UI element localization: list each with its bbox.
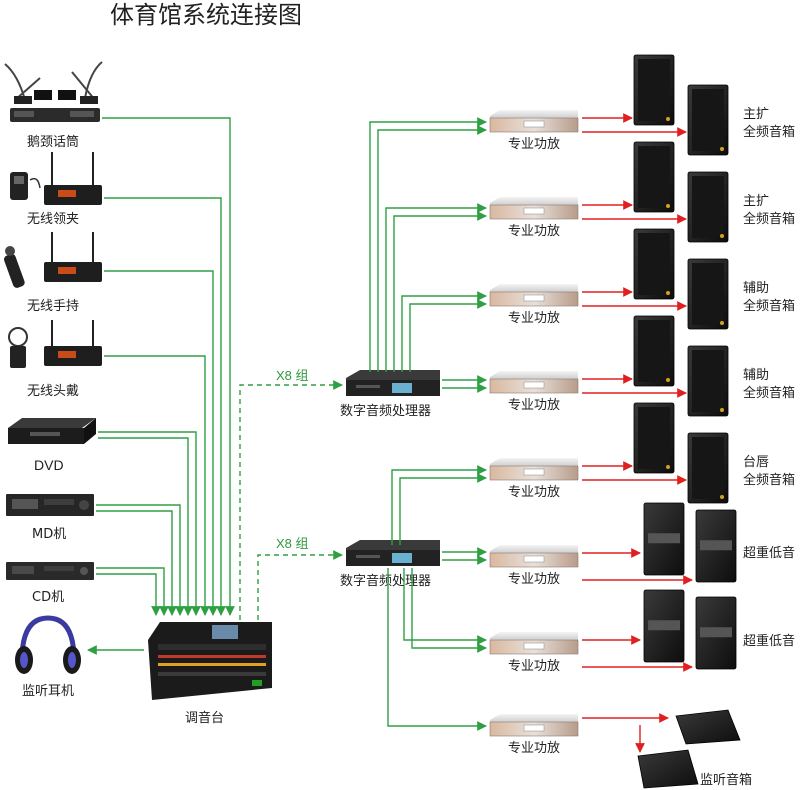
- speaker-column: [633, 54, 741, 789]
- md-player-icon: [6, 494, 94, 516]
- wireless-lavalier-icon: [10, 152, 102, 205]
- group-label-1: X8 组: [276, 368, 309, 383]
- amp-to-speaker-lines: [582, 113, 693, 753]
- full-range-speaker-icon-1a: [633, 54, 675, 126]
- amplifier-label-5: 专业功放: [508, 485, 560, 500]
- speaker-label-1-line1: 主扩: [743, 107, 769, 122]
- amplifier-label-2: 专业功放: [508, 224, 560, 239]
- subwoofer-icon-1a: [643, 502, 685, 576]
- headphones-label: 监听耳机: [22, 684, 74, 699]
- amplifier-icon-1: [489, 110, 579, 133]
- speaker-label-2-line2: 全频音箱: [743, 211, 795, 227]
- source-label-cd: CD机: [32, 590, 64, 605]
- cd-player-icon: [6, 562, 94, 580]
- amplifier-label-7: 专业功放: [508, 659, 560, 674]
- amplifier-icon-6: [489, 545, 579, 568]
- speaker-label-3-line1: 辅助: [743, 281, 769, 296]
- processor-label-2: 数字音频处理器: [340, 573, 431, 589]
- processor2-to-amps-lines: [387, 465, 487, 731]
- source-label-gooseneck: 鹅颈话筒: [27, 134, 79, 150]
- speaker-label-1-line2: 全频音箱: [743, 124, 795, 140]
- speaker-labels: 主扩 全频音箱 主扩 全频音箱 辅助 全频音箱 辅助 全频音箱 台唇 全频音箱 …: [700, 107, 795, 788]
- full-range-speaker-icon-2b: [687, 171, 729, 243]
- mixer-to-processor2-line: [257, 550, 343, 620]
- subwoofer-icon-1b: [695, 509, 737, 583]
- subwoofer-icon-2b: [695, 596, 737, 670]
- gooseneck-mic-icon: [4, 61, 103, 122]
- source-label-dvd: DVD: [34, 457, 64, 473]
- amplifier-label-8: 专业功放: [508, 741, 560, 756]
- dvd-player-icon: [8, 418, 96, 444]
- amplifier-icon-4: [489, 371, 579, 394]
- wireless-handheld-icon: [4, 232, 102, 288]
- source-label-headset: 无线头戴: [27, 384, 79, 399]
- amplifier-label-4: 专业功放: [508, 398, 560, 413]
- amplifier-label-3: 专业功放: [508, 311, 560, 326]
- processor-icon-2: [346, 540, 440, 566]
- processor-icon-1: [346, 370, 440, 396]
- amplifier-icon-7: [489, 632, 579, 655]
- amplifier-label-6: 专业功放: [508, 572, 560, 587]
- mixer-label: 调音台: [185, 710, 224, 726]
- speaker-label-2-line1: 主扩: [743, 194, 769, 209]
- source-to-mixer-lines: [87, 117, 235, 655]
- full-range-speaker-icon-4b: [687, 345, 729, 417]
- subwoofer-icon-2a: [643, 589, 685, 663]
- full-range-speaker-icon-4a: [633, 315, 675, 387]
- amplifier-icon-8: [489, 714, 579, 737]
- full-range-speaker-icon-3a: [633, 228, 675, 300]
- full-range-speaker-icon-5a: [633, 402, 675, 474]
- source-label-handheld: 无线手持: [27, 299, 79, 314]
- full-range-speaker-icon-1b: [687, 84, 729, 156]
- full-range-speaker-icon-2a: [633, 141, 675, 213]
- speaker-label-6: 超重低音: [743, 545, 795, 561]
- group-label-2: X8 组: [276, 536, 309, 551]
- speaker-label-3-line2: 全频音箱: [743, 298, 795, 314]
- speaker-label-5-line1: 台唇: [743, 455, 769, 470]
- wireless-headset-icon: [8, 320, 102, 368]
- processor-label-1: 数字音频处理器: [340, 403, 431, 419]
- speaker-label-4-line2: 全频音箱: [743, 385, 795, 401]
- amplifier-icon-5: [489, 458, 579, 481]
- speaker-label-8: 监听音箱: [700, 772, 752, 788]
- speaker-label-5-line2: 全频音箱: [743, 472, 795, 488]
- speaker-label-7: 超重低音: [743, 633, 795, 649]
- monitor-speaker-icon-1: [675, 709, 741, 745]
- amplifier-icon-2: [489, 197, 579, 220]
- full-range-speaker-icon-3b: [687, 258, 729, 330]
- monitor-speaker-icon-2: [637, 749, 699, 789]
- processor1-to-amps-lines: [369, 117, 487, 393]
- mixing-console-icon: [148, 622, 272, 700]
- amplifier-label-1: 专业功放: [508, 137, 560, 152]
- headphones-icon: [15, 615, 81, 674]
- mixer-to-processor1-line: [239, 380, 343, 620]
- source-label-lavalier: 无线领夹: [27, 212, 79, 227]
- speaker-label-4-line1: 辅助: [743, 368, 769, 383]
- amplifier-icon-3: [489, 284, 579, 307]
- full-range-speaker-icon-5b: [687, 432, 729, 504]
- diagram-title: 体育馆系统连接图: [110, 1, 302, 29]
- source-label-md: MD机: [32, 527, 66, 542]
